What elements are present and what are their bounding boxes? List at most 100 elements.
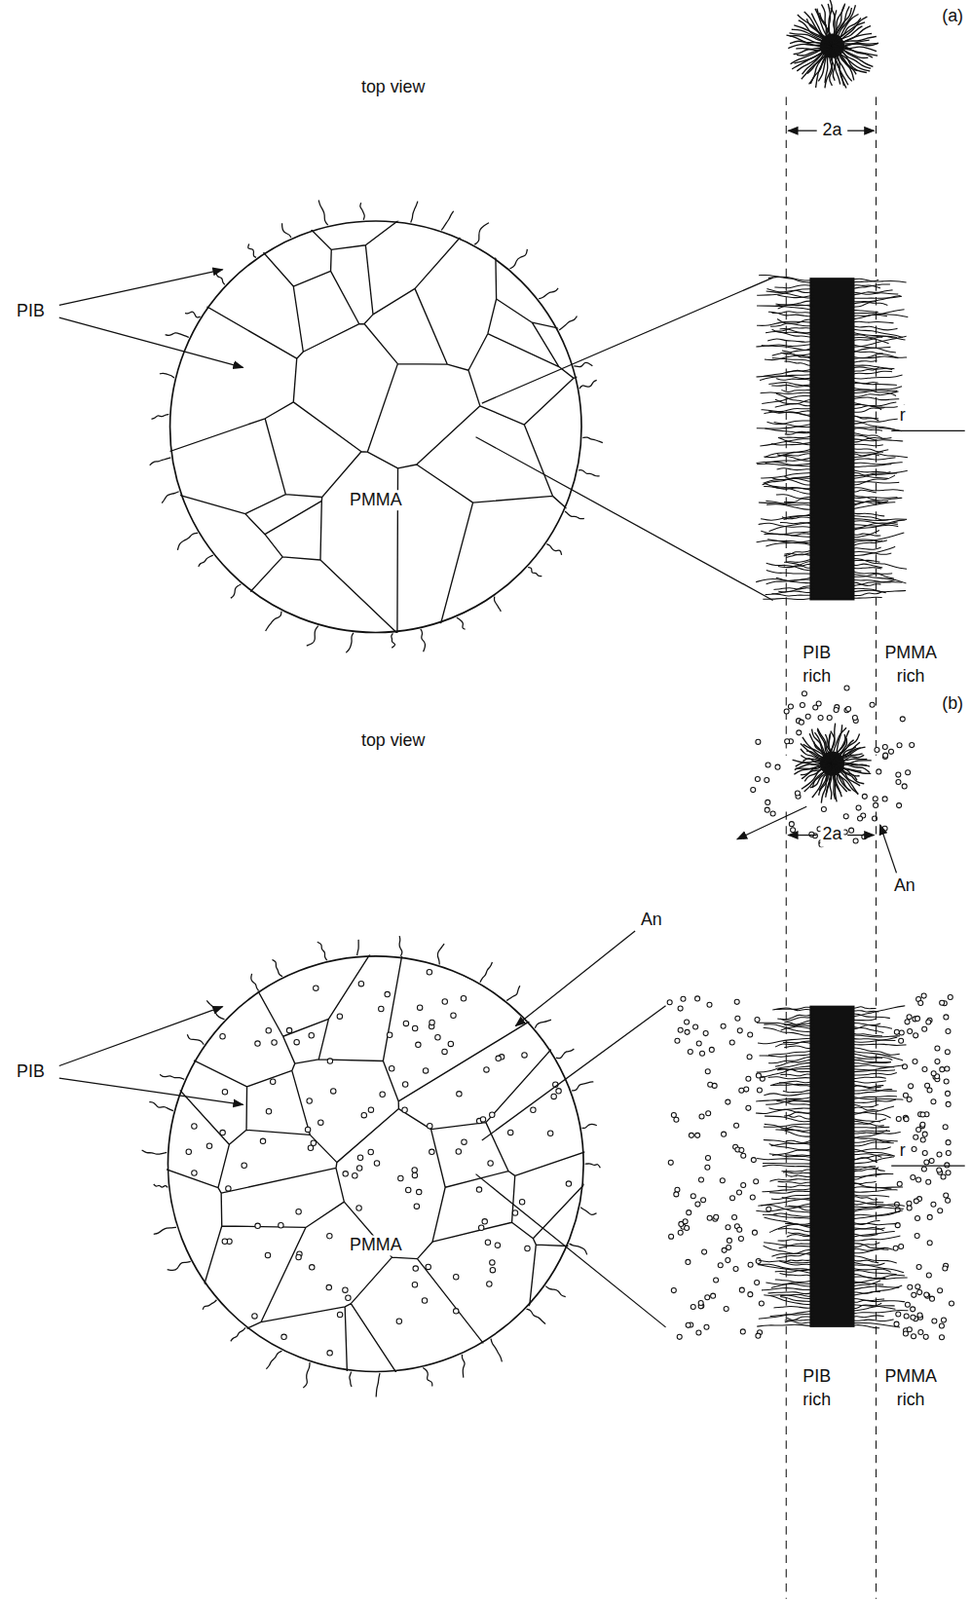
solvent-molecule (927, 1214, 933, 1220)
solvent-molecule (453, 1274, 459, 1280)
pib-chain-end (474, 223, 489, 245)
pib-chain-end (461, 1354, 465, 1379)
solvent-molecule (304, 1126, 310, 1132)
solvent-molecule (269, 1079, 275, 1084)
solvent-molecule (684, 1225, 690, 1231)
pib-chain-end (480, 962, 492, 983)
solvent-molecule (486, 1281, 492, 1287)
pib-chain-end (506, 985, 521, 1001)
solvent-molecule (908, 1083, 914, 1089)
solvent-molecule (902, 1331, 908, 1337)
solvent-molecule (524, 1245, 530, 1251)
solvent-molecule (918, 1329, 924, 1335)
solvent-molecule (765, 799, 771, 805)
solvent-molecule (734, 1122, 740, 1128)
solvent-molecule (489, 1260, 495, 1266)
solvent-molecule (945, 1101, 951, 1107)
solvent-molecule (530, 1107, 536, 1113)
solvent-molecule (739, 1087, 745, 1093)
figure-label: PMMA rich (880, 1365, 942, 1413)
pib-chain-end (159, 373, 175, 378)
solvent-molecule (415, 1042, 421, 1047)
solvent-molecule (668, 1159, 673, 1165)
solvent-molecule (938, 1335, 944, 1341)
solvent-molecule (945, 1140, 951, 1146)
solvent-molecule (427, 1123, 433, 1129)
pib-chain-end (559, 316, 577, 332)
solvent-molecule (758, 1301, 764, 1307)
solvent-molecule (920, 1112, 926, 1118)
solvent-molecule (821, 807, 826, 813)
pib-rosette (831, 763, 859, 794)
solvent-molecule (901, 784, 907, 789)
solvent-molecule (904, 1019, 910, 1025)
pib-chain-end (538, 288, 559, 299)
solvent-molecule (947, 994, 953, 1000)
solvent-molecule (790, 827, 796, 833)
solvent-molecule (826, 714, 832, 720)
solvent-molecule (844, 685, 850, 691)
solvent-molecule (924, 1159, 930, 1165)
solvent-molecule (361, 1112, 367, 1118)
solvent-molecule (405, 1187, 411, 1193)
figure-label: 2a (820, 118, 844, 143)
solvent-molecule (717, 1263, 723, 1269)
solvent-molecule (484, 1067, 489, 1073)
solvent-molecule (747, 1262, 753, 1268)
dashed-guide (785, 811, 787, 1599)
panel-a (59, 0, 966, 756)
pib-chain-end (456, 617, 466, 630)
solvent-molecule (426, 970, 432, 975)
solvent-molecule (893, 1245, 898, 1251)
solvent-molecule (906, 1014, 912, 1020)
solvent-molecule (379, 1091, 385, 1097)
solvent-molecule (896, 1116, 901, 1121)
pib-chain-end (167, 1261, 191, 1270)
pib-rosette (793, 45, 832, 64)
solvent-molecule (906, 1097, 912, 1103)
solvent-molecule (784, 739, 790, 745)
solvent-molecule (861, 793, 867, 799)
solvent-molecule (931, 1071, 936, 1077)
solvent-molecule (495, 1055, 501, 1061)
solvent-molecule (921, 1166, 927, 1172)
pib-chain-end (357, 939, 360, 956)
circle-outline (166, 954, 586, 1374)
solvent-molecule (725, 1225, 731, 1231)
solvent-molecule (699, 1050, 705, 1056)
solvent-molecule (696, 1041, 702, 1046)
solvent-molecule (461, 1139, 467, 1145)
solvent-molecule (684, 1029, 690, 1035)
solvent-molecule (326, 1284, 332, 1290)
solvent-molecule (416, 1005, 422, 1010)
pib-chain-end (360, 202, 365, 221)
solvent-molecule (932, 1318, 937, 1324)
solvent-molecule (899, 716, 905, 722)
pib-chain-end (527, 567, 542, 577)
solvent-molecule (358, 980, 364, 986)
solvent-molecule (750, 1157, 756, 1163)
figure-label: PIB (14, 1060, 47, 1084)
pib-chain-end (198, 555, 214, 567)
figure-label: r (897, 405, 908, 429)
pib-chain-end (151, 413, 170, 419)
solvent-molecule (945, 1170, 951, 1176)
solvent-molecule (927, 1240, 933, 1246)
pib-chain-end (149, 457, 172, 466)
solvent-molecule (936, 1167, 942, 1173)
pib-chain-end (534, 1019, 552, 1029)
solvent-molecule (794, 790, 800, 796)
solvent-molecule (753, 1179, 759, 1185)
solvent-molecule (872, 796, 878, 802)
solvent-molecule (682, 1219, 688, 1225)
solvent-molecule (690, 1305, 696, 1310)
pib-chain-end (582, 437, 603, 444)
solvent-molecule (746, 1054, 752, 1060)
solvent-molecule (255, 1041, 261, 1046)
leader-arrow (515, 931, 635, 1026)
solvent-molecule (222, 1238, 227, 1244)
solvent-molecule (896, 803, 902, 809)
pib-chain-end (571, 1082, 594, 1091)
solvent-molecule (770, 811, 776, 817)
